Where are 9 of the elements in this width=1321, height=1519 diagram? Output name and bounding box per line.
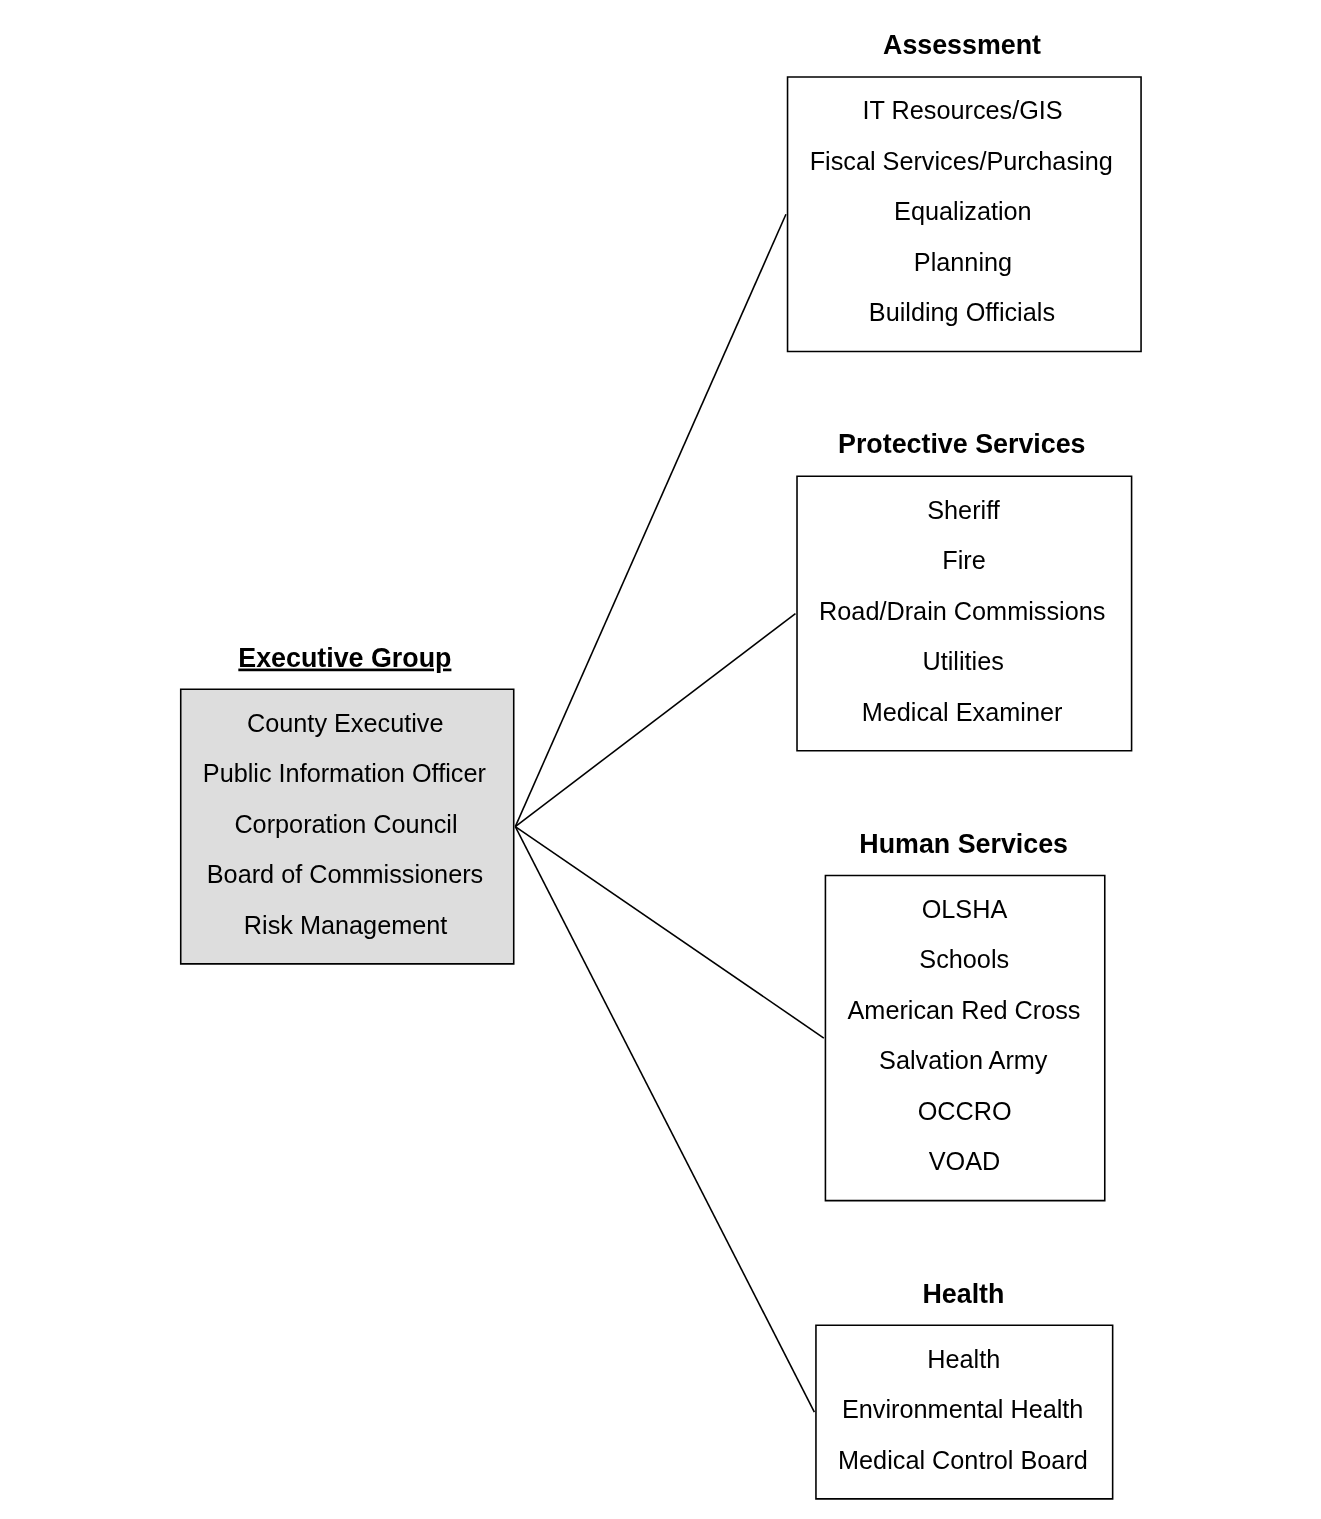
node-label: Human Services bbox=[859, 828, 1069, 859]
node-label: Protective Services bbox=[838, 429, 1086, 460]
connector bbox=[514, 825, 816, 1413]
node-label: Assessment bbox=[883, 30, 1042, 61]
node-label: Health bbox=[922, 1278, 1005, 1309]
connector bbox=[514, 612, 797, 828]
connector bbox=[514, 213, 787, 828]
connector bbox=[514, 825, 825, 1039]
node-label: Executive Group bbox=[238, 642, 452, 673]
